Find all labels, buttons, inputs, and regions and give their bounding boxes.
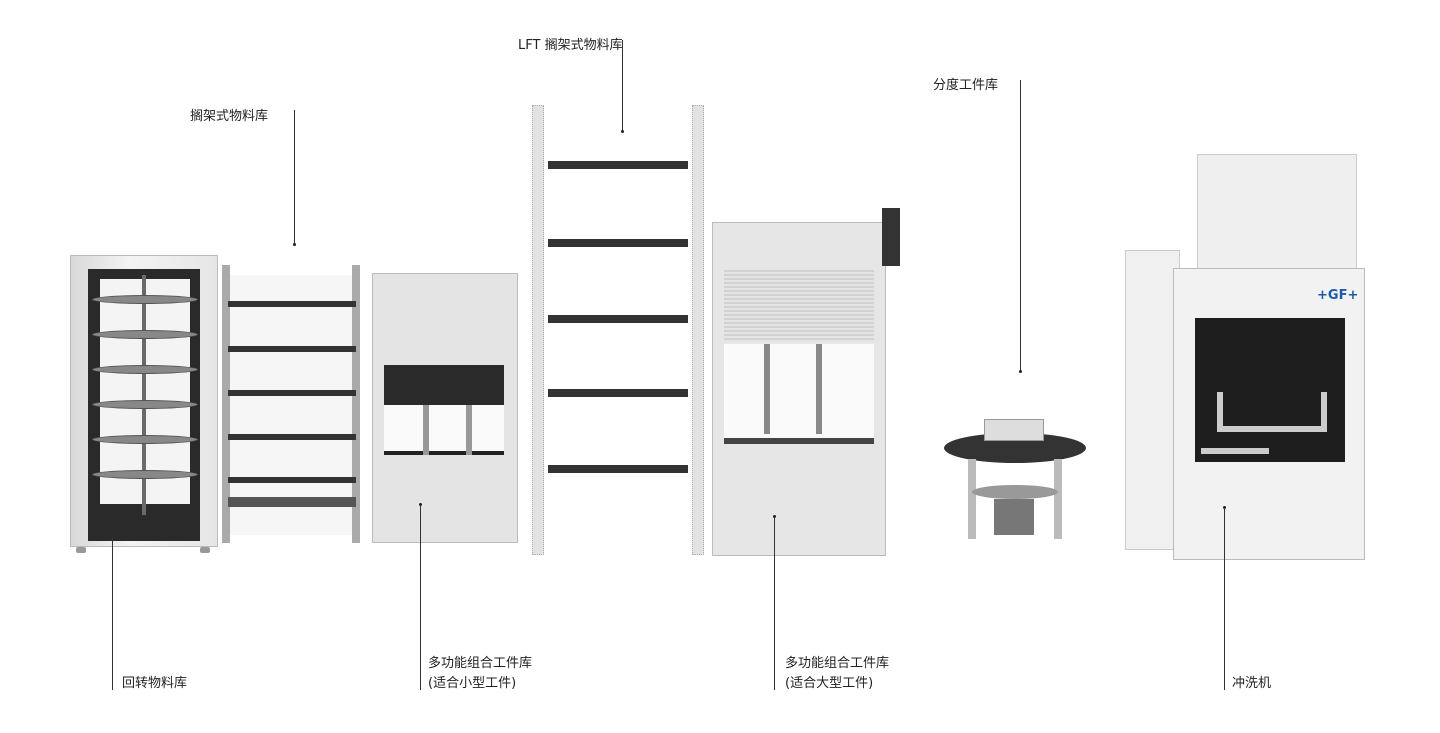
leader-line <box>294 110 295 245</box>
leader-dot <box>1223 506 1226 509</box>
rotary-store-machine <box>70 255 218 555</box>
label-lft-rack: LFT 搁架式物料库 <box>518 38 623 53</box>
leader-dot <box>293 243 296 246</box>
label-multi-large-line2: (适合大型工件) <box>785 676 874 691</box>
label-rotary-store: 回转物料库 <box>122 676 188 691</box>
label-multi-large-line1: 多功能组合工件库 <box>785 656 890 671</box>
label-shelf-rack: 搁架式物料库 <box>190 109 269 124</box>
label-indexing-store: 分度工件库 <box>933 78 999 93</box>
label-multi-small-line1: 多功能组合工件库 <box>428 656 533 671</box>
leader-line <box>1224 508 1225 690</box>
washer-machine: +GF+ <box>1125 130 1365 560</box>
leader-line <box>774 517 775 690</box>
multi-store-large-machine <box>712 208 902 556</box>
shelf-rack-machine <box>222 265 362 550</box>
label-washer: 冲洗机 <box>1232 676 1272 691</box>
leader-dot <box>419 503 422 506</box>
leader-line <box>420 505 421 690</box>
label-multi-large: 多功能组合工件库 (适合大型工件) <box>785 654 889 694</box>
leader-line <box>112 535 113 690</box>
leader-dot <box>773 515 776 518</box>
multi-store-small-machine <box>370 265 520 552</box>
leader-dot <box>1019 370 1022 373</box>
lft-rack-machine <box>532 105 704 555</box>
leader-line <box>622 40 623 132</box>
leader-line <box>1020 80 1021 372</box>
leader-dot <box>621 130 624 133</box>
label-multi-small: 多功能组合工件库 (适合小型工件) <box>428 654 532 694</box>
gf-logo: +GF+ <box>1317 288 1359 303</box>
indexing-store-machine <box>944 415 1086 550</box>
label-multi-small-line2: (适合小型工件) <box>428 676 517 691</box>
